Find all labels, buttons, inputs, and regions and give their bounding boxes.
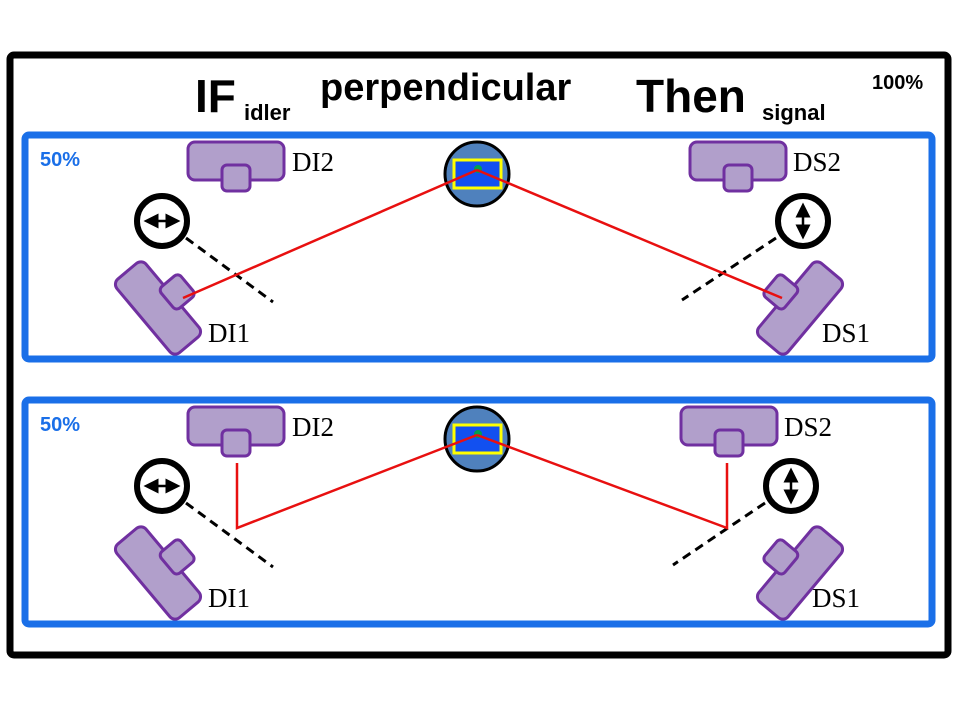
detector-sensor [762,538,800,576]
detector-sensor [762,273,800,311]
detector-di2 [186,405,286,458]
detector-ds1 [755,525,845,621]
title-if: IF [195,70,236,122]
label-di1: DI1 [208,583,250,613]
detector-di2 [186,140,286,193]
beam-splitter-signal [681,236,777,302]
beam-splitter-idler [185,501,274,569]
detector-di1 [113,525,203,621]
crystal-rect [452,423,503,455]
panel-percentage: 50% [40,414,80,436]
beam-signal [476,168,783,300]
beam-splitter-signal [672,501,766,567]
label-di2: DI2 [292,147,334,177]
detector-ds2 [679,405,779,458]
panel-border [21,131,936,363]
label-ds1: DS1 [822,318,870,348]
detector-di1 [113,260,203,356]
beam-splitter-idler [185,236,274,304]
polarizer-idler [134,193,190,249]
polarizer-signal [775,193,831,249]
label-ds1: DS1 [812,583,860,613]
label-di2: DI2 [292,412,334,442]
overall-percentage: 100% [872,72,923,94]
detector-sensor [158,273,196,311]
crystal-rect [452,158,503,190]
beam-idler [235,433,478,530]
crystal-source [443,140,511,208]
panel-percentage: 50% [40,149,80,171]
title-then-subscript: signal [762,100,826,125]
panel-border [21,396,936,628]
detector-sensor [220,163,252,193]
detector-sensor [713,428,745,458]
detector-sensor [220,428,252,458]
title-if-subscript: idler [244,100,291,125]
crystal-source [443,405,511,473]
detector-ds2 [688,140,788,193]
detector-sensor [158,538,196,576]
title-middle: perpendicular [320,67,571,109]
polarizer-idler [134,458,190,514]
detector-sensor [722,163,754,193]
detector-ds1 [755,260,845,356]
beam-idler [182,168,478,300]
label-di1: DI1 [208,318,250,348]
beam-signal [476,433,729,530]
title-then: Then [636,70,746,122]
label-ds2: DS2 [784,412,832,442]
page-title: IF idler perpendicular Then signal [195,67,826,125]
outer-frame [6,51,952,659]
polarizer-signal [763,458,819,514]
label-ds2: DS2 [793,147,841,177]
